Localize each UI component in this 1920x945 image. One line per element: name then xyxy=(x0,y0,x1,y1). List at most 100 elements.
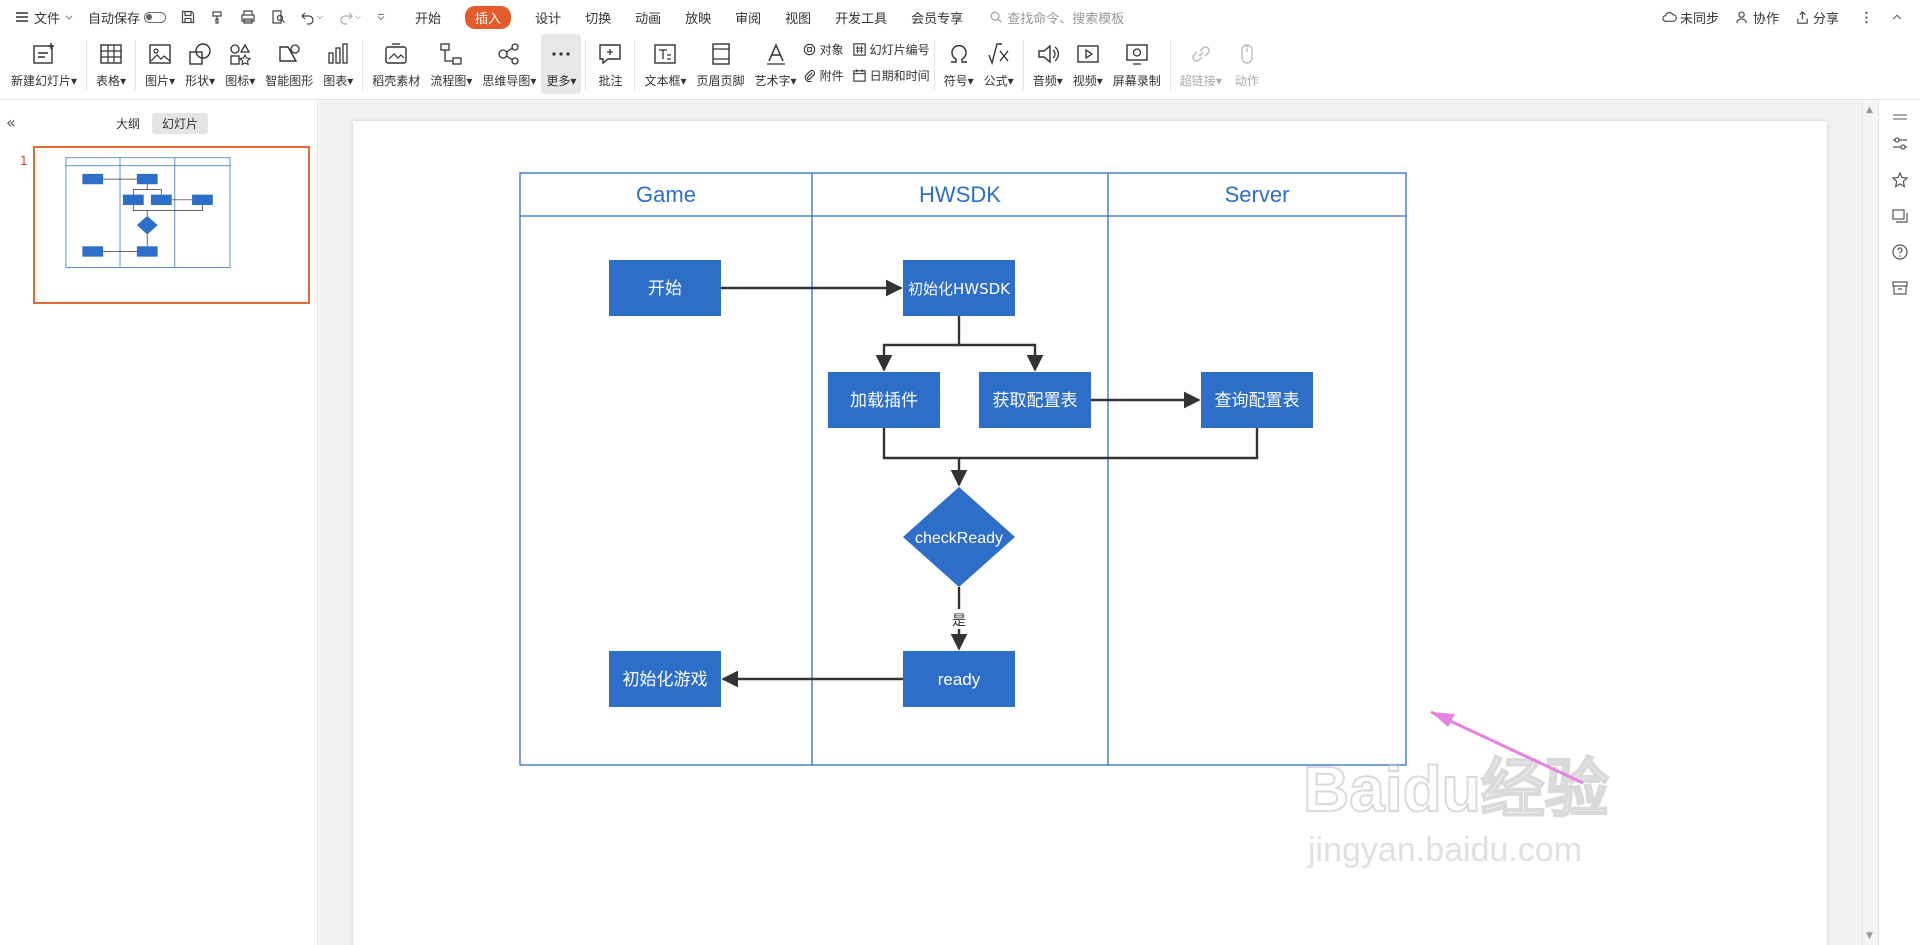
tab-transitions[interactable]: 切换 xyxy=(573,0,623,34)
omega-icon xyxy=(950,44,967,63)
datetime-button[interactable]: 日期和时间 xyxy=(852,66,930,84)
node-init-hwsdk[interactable] xyxy=(903,260,1015,316)
print-icon xyxy=(241,10,255,24)
tab-outline[interactable]: 大纲 xyxy=(116,117,141,131)
share-button[interactable]: 分享 xyxy=(1787,8,1847,27)
scroll-down-icon[interactable]: ▼ xyxy=(1866,931,1873,941)
tab-review[interactable]: 审阅 xyxy=(723,0,773,34)
datetime-label: 日期和时间 xyxy=(869,68,930,83)
chart-button[interactable]: 图表▾ xyxy=(318,34,358,94)
lane-title-server: Server xyxy=(1225,182,1290,207)
formula-button[interactable]: 公式▾ xyxy=(979,34,1019,94)
tab-design[interactable]: 设计 xyxy=(523,0,573,34)
command-search[interactable]: 查找命令、搜索模板 xyxy=(989,8,1124,27)
flowchart-button[interactable]: 流程图▾ xyxy=(425,34,477,94)
more-vertical-icon xyxy=(1865,11,1868,23)
tab-home[interactable]: 开始 xyxy=(403,0,453,34)
sidebar-box-button[interactable] xyxy=(1891,279,1909,297)
sidebar-properties-button[interactable] xyxy=(1891,135,1909,153)
sync-button[interactable]: 未同步 xyxy=(1654,8,1727,27)
customize-quick-access-button[interactable] xyxy=(369,0,393,34)
tab-animations-label: 动画 xyxy=(635,11,662,27)
ribbon-separator xyxy=(634,40,636,90)
more-button[interactable]: 更多▾ xyxy=(541,34,582,94)
action-button[interactable]: 动作 xyxy=(1227,34,1267,94)
tab-developer[interactable]: 开发工具 xyxy=(823,0,899,34)
slide-thumbnail-preview xyxy=(65,157,231,268)
collapse-panel-icon[interactable]: « xyxy=(6,113,16,132)
table-icon xyxy=(100,44,122,64)
mindmap-button[interactable]: 思维导图▾ xyxy=(477,34,541,94)
swimlane-frame xyxy=(519,172,1407,766)
sidebar-help-button[interactable] xyxy=(1891,243,1909,261)
tab-view[interactable]: 视图 xyxy=(773,0,823,34)
bar-chart-icon xyxy=(328,43,348,64)
picture-button[interactable]: 图片▾ xyxy=(140,34,180,94)
ribbon-insert: 新建幻灯片▾ 表格▾ 图片▾ 形状▾ 图标▾ 智能图形 图表▾ 稻壳素材 流程图… xyxy=(0,34,1920,100)
sidebar-slides-button[interactable] xyxy=(1891,207,1909,225)
node-query-config[interactable] xyxy=(1201,372,1313,428)
video-button[interactable]: 视频▾ xyxy=(1068,34,1108,94)
print-preview-button[interactable] xyxy=(263,0,293,34)
right-sidebar xyxy=(1878,101,1920,945)
node-init-game[interactable] xyxy=(609,651,721,707)
print-button[interactable] xyxy=(233,0,263,34)
tab-slideshow[interactable]: 放映 xyxy=(673,0,723,34)
hyperlink-button[interactable]: 超链接▾ xyxy=(1175,34,1227,94)
sidebar-collapse-button[interactable] xyxy=(1891,109,1909,127)
vertical-scrollbar[interactable]: ▲ ▼ xyxy=(1862,101,1878,945)
screen-record-button[interactable]: 屏幕录制 xyxy=(1108,34,1166,94)
collaborate-button[interactable]: 协作 xyxy=(1727,8,1787,27)
slide-thumbnail[interactable] xyxy=(33,146,310,304)
format-painter-button[interactable] xyxy=(203,0,233,34)
undo-button[interactable] xyxy=(293,0,331,34)
slide[interactable]: Game HWSDK Server 是 开始 初始化HWSDK xyxy=(353,121,1827,945)
audio-button[interactable]: 音频▾ xyxy=(1028,34,1068,94)
textbox-button[interactable]: 文本框▾ xyxy=(639,34,691,94)
attachment-button[interactable]: 附件 xyxy=(802,66,844,84)
tab-insert[interactable]: 插入 xyxy=(453,0,523,34)
redo-button[interactable] xyxy=(331,0,369,34)
table-button[interactable]: 表格▾ xyxy=(91,34,131,94)
tab-animations[interactable]: 动画 xyxy=(623,0,673,34)
format-painter-icon xyxy=(212,11,222,24)
more-label: 更多 xyxy=(546,74,571,88)
tab-member[interactable]: 会员专享 xyxy=(899,0,975,34)
sidebar-animation-button[interactable] xyxy=(1891,171,1909,189)
textbox-icon xyxy=(654,44,677,64)
slide-number-button[interactable]: 幻灯片编号 xyxy=(852,40,930,58)
more-options-button[interactable] xyxy=(1847,10,1887,25)
smartart-button[interactable]: 智能图形 xyxy=(260,34,318,94)
watermark-arrow xyxy=(1430,710,1584,785)
comment-button[interactable]: 批注 xyxy=(590,34,630,94)
watermark-url: jingyan.baidu.com xyxy=(1307,831,1582,869)
scroll-up-icon[interactable]: ▲ xyxy=(1866,105,1873,115)
save-button[interactable] xyxy=(173,0,203,34)
file-menu[interactable]: 文件 xyxy=(0,0,81,34)
header-footer-button[interactable]: 页眉页脚 xyxy=(692,34,750,94)
flowchart-icon xyxy=(440,43,462,65)
material-button[interactable]: 稻壳素材 xyxy=(367,34,425,94)
copy-icon xyxy=(1892,209,1908,223)
icons-library-icon xyxy=(230,43,252,66)
node-start[interactable] xyxy=(609,260,721,316)
slide-number: 1 xyxy=(20,154,28,168)
object-button[interactable]: 对象 xyxy=(802,40,844,58)
node-check-ready[interactable] xyxy=(903,487,1015,587)
collapse-ribbon-button[interactable] xyxy=(1887,10,1920,25)
mouse-icon xyxy=(1241,44,1253,64)
tab-slides[interactable]: 幻灯片 xyxy=(152,113,209,134)
node-ready[interactable] xyxy=(903,651,1015,707)
header-footer-icon xyxy=(711,43,730,65)
tab-member-label: 会员专享 xyxy=(911,11,964,27)
symbol-button[interactable]: 符号▾ xyxy=(939,34,979,94)
autosave-toggle[interactable]: 自动保存 xyxy=(81,0,173,34)
icon-button[interactable]: 图标▾ xyxy=(220,34,260,94)
search-placeholder: 查找命令、搜索模板 xyxy=(1007,11,1125,27)
node-get-config[interactable] xyxy=(979,372,1091,428)
new-slide-button[interactable]: 新建幻灯片▾ xyxy=(6,34,82,94)
node-query-config-label: 查询配置表 xyxy=(1215,391,1300,411)
shape-button[interactable]: 形状▾ xyxy=(180,34,220,94)
wordart-button[interactable]: 艺术字▾ xyxy=(750,34,802,94)
node-load-plugin[interactable] xyxy=(828,372,940,428)
